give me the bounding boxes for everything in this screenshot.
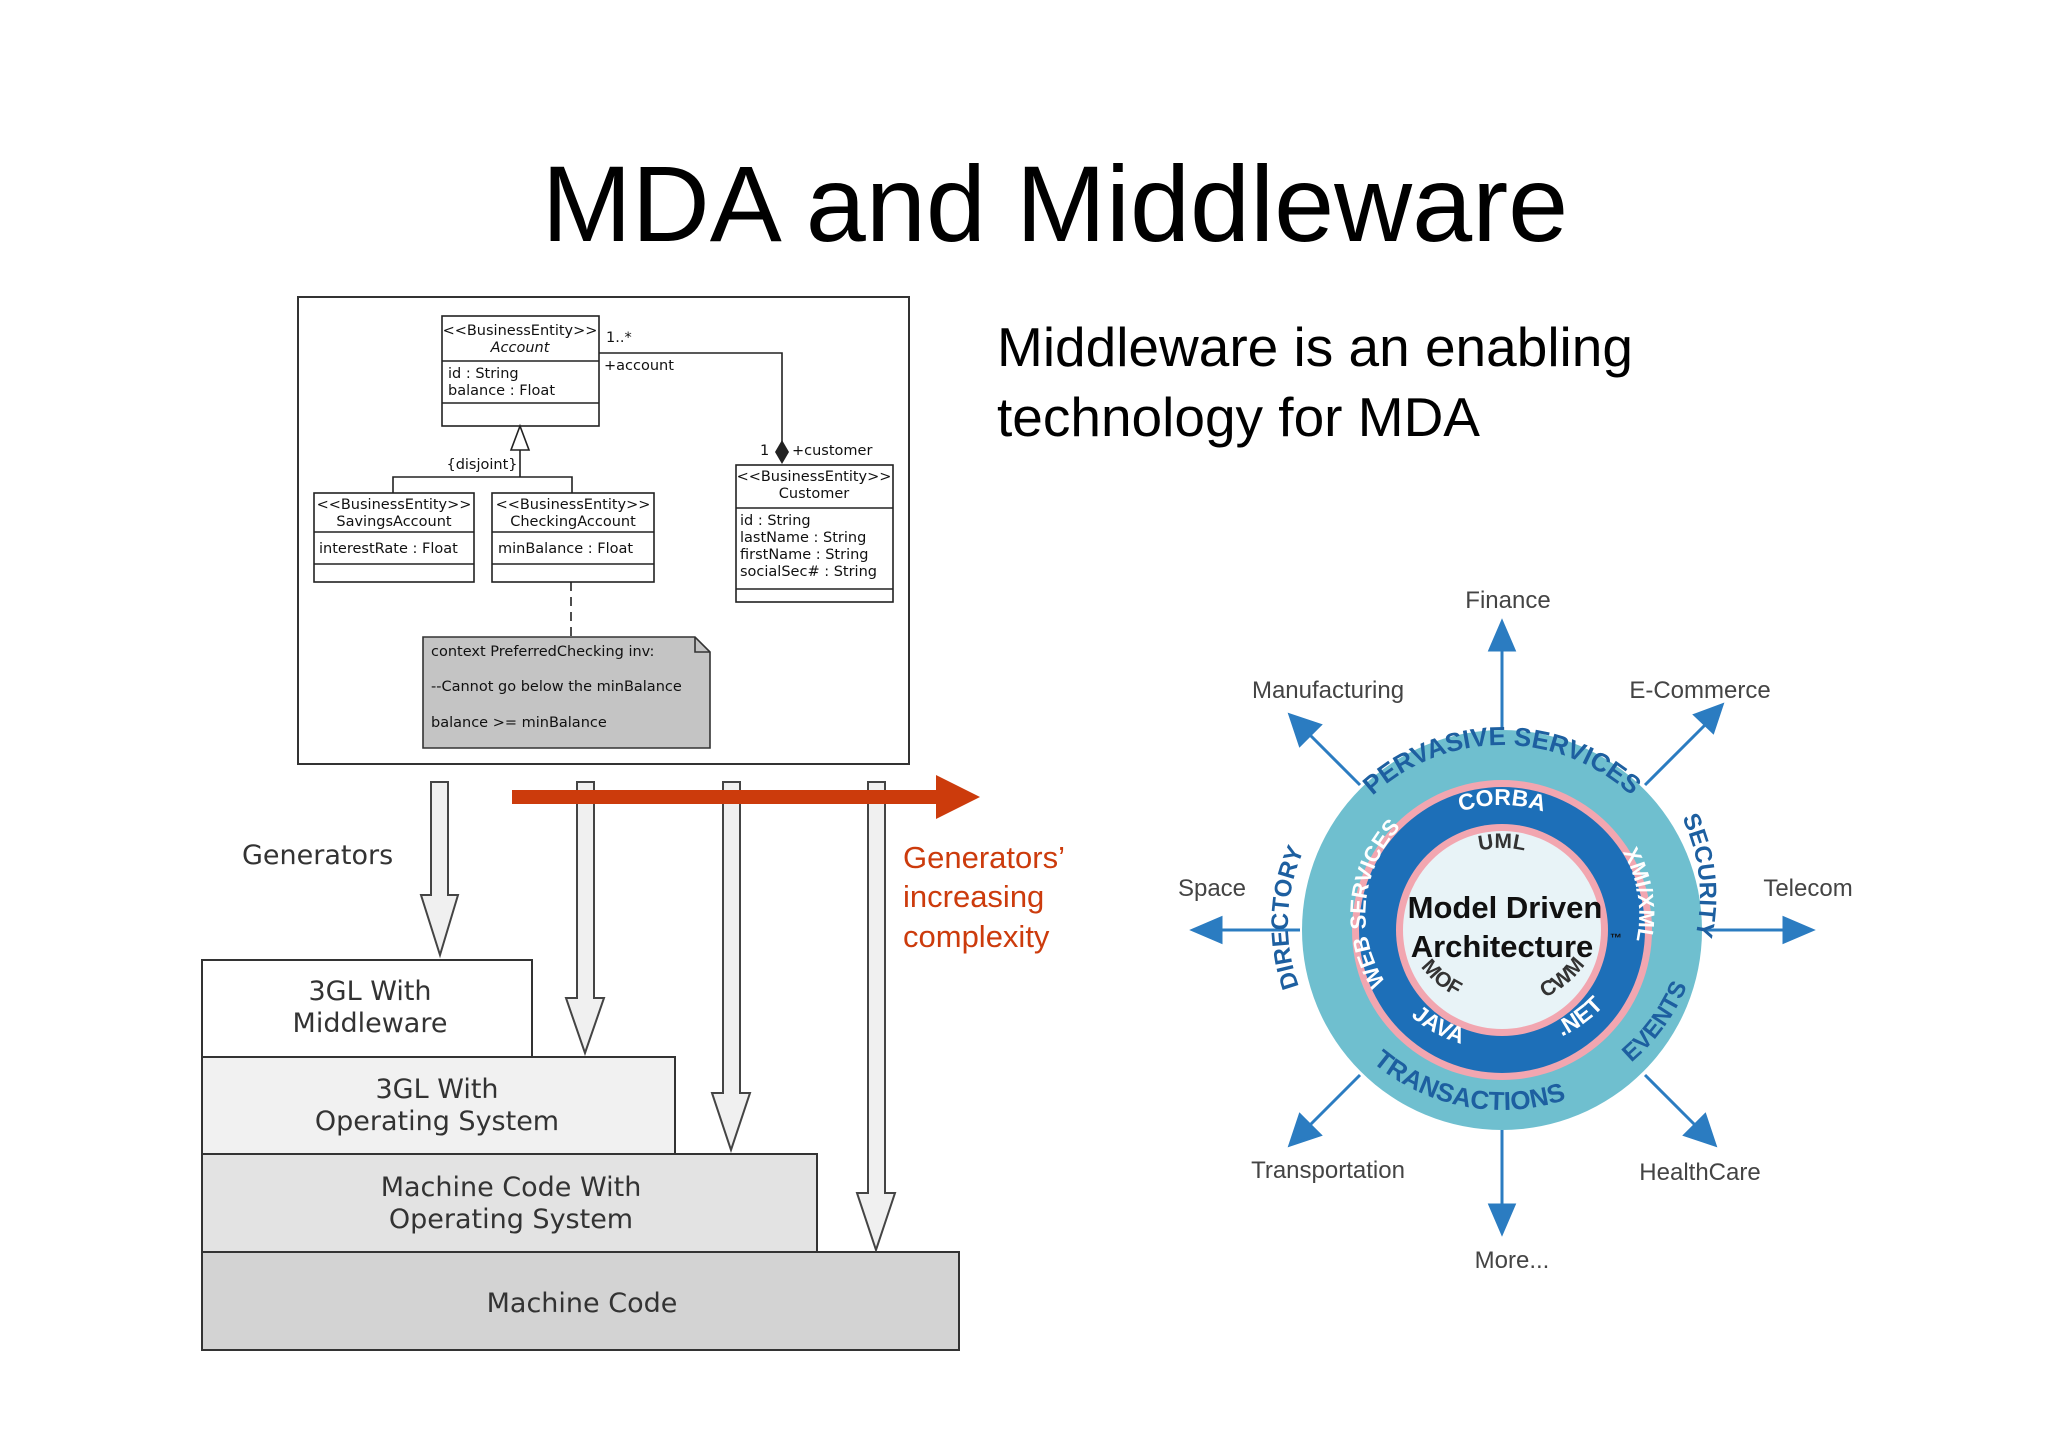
note-line-3: balance >= minBalance xyxy=(431,715,607,731)
uml-class-savings-account: <<BusinessEntity>> SavingsAccount intere… xyxy=(313,492,475,583)
uml-generators-diagram: <<BusinessEntity>> Account id : String b… xyxy=(201,296,1065,1351)
arrow-finance xyxy=(1487,618,1517,740)
layer-2-line-1: 3GL With xyxy=(375,1074,498,1105)
generator-arrow-1 xyxy=(419,781,460,959)
account-attr-1: id : String xyxy=(448,366,519,382)
generator-arrow-4 xyxy=(855,781,897,1254)
customer-attr-3: firstName : String xyxy=(740,547,869,563)
center-disc xyxy=(1403,831,1601,1029)
generator-arrow-3 xyxy=(710,781,752,1154)
customer-stereotype: <<BusinessEntity>> xyxy=(737,469,892,485)
sector-space: Space xyxy=(1178,875,1246,902)
trademark-mark: ™ xyxy=(1610,931,1622,945)
layer-1-line-2: Middleware xyxy=(293,1008,448,1039)
uml-class-checking-account: <<BusinessEntity>> CheckingAccount minBa… xyxy=(491,492,655,583)
sector-more: More... xyxy=(1475,1247,1550,1274)
layer-3gl-middleware: 3GL With Middleware xyxy=(201,959,533,1058)
uml-class-account: <<BusinessEntity>> Account id : String b… xyxy=(441,315,600,427)
multiplicity-one: 1 xyxy=(760,443,769,459)
complexity-arrow xyxy=(512,775,980,819)
center-line-1: Model Driven xyxy=(1408,890,1603,925)
tagline-line-2: technology for MDA xyxy=(997,386,1480,448)
customer-attr-1: id : String xyxy=(740,513,811,529)
association-line xyxy=(599,352,783,446)
multiplicity-many: 1..* xyxy=(606,330,632,346)
mda-wheel-diagram: Finance E-Commerce Telecom HealthCare Mo… xyxy=(1178,587,1853,1274)
sector-transportation: Transportation xyxy=(1251,1157,1405,1184)
role-account: +account xyxy=(604,358,674,374)
layer-2-line-2: Operating System xyxy=(315,1106,559,1137)
layer-3-line-1: Machine Code With xyxy=(381,1172,642,1203)
sector-finance: Finance xyxy=(1465,587,1550,614)
sector-telecom: Telecom xyxy=(1763,875,1852,902)
center-line-2: Architecture xyxy=(1411,929,1594,964)
arrow-transportation xyxy=(1287,1073,1362,1148)
sector-healthcare: HealthCare xyxy=(1639,1159,1760,1186)
constraint-note: context PreferredChecking inv: --Cannot … xyxy=(422,636,711,749)
arrow-space xyxy=(1189,915,1300,945)
account-stereotype: <<BusinessEntity>> xyxy=(443,323,598,339)
customer-attr-2: lastName : String xyxy=(740,530,866,546)
layer-machine-code: Machine Code xyxy=(201,1251,960,1351)
note-line-2: --Cannot go below the minBalance xyxy=(431,679,682,695)
uml-class-customer: <<BusinessEntity>> Customer id : String … xyxy=(735,464,894,603)
arrow-manufacturing xyxy=(1287,712,1362,787)
slide-title: MDA and Middleware xyxy=(541,143,1569,264)
complexity-line-1: Generators’ xyxy=(903,840,1065,875)
arrow-healthcare xyxy=(1643,1073,1718,1148)
tagline-line-1: Middleware is an enabling xyxy=(997,316,1633,378)
layer-4-line-1: Machine Code xyxy=(487,1288,678,1319)
disjoint-label: {disjoint} xyxy=(446,457,517,473)
savings-stereotype: <<BusinessEntity>> xyxy=(317,497,472,513)
slide-tagline: Middleware is an enabling technology for… xyxy=(997,312,1697,452)
checking-name: CheckingAccount xyxy=(510,514,636,530)
checking-attr-1: minBalance : Float xyxy=(498,541,633,557)
arrow-e-commerce xyxy=(1643,702,1725,787)
layer-3gl-operating-system: 3GL With Operating System xyxy=(201,1056,676,1155)
inner-top-label: UML xyxy=(1476,830,1527,856)
arrow-telecom xyxy=(1705,915,1816,945)
complexity-line-2: increasing xyxy=(903,879,1044,914)
savings-name: SavingsAccount xyxy=(336,514,452,530)
customer-name: Customer xyxy=(779,486,849,502)
arrow-more xyxy=(1487,1130,1517,1237)
checking-stereotype: <<BusinessEntity>> xyxy=(496,497,651,513)
account-name: Account xyxy=(490,340,551,356)
layer-1-line-1: 3GL With xyxy=(308,976,431,1007)
generator-arrow-2 xyxy=(564,781,606,1057)
sector-e-commerce: E-Commerce xyxy=(1629,677,1770,704)
layer-3-line-2: Operating System xyxy=(389,1204,633,1235)
note-line-1: context PreferredChecking inv: xyxy=(431,644,654,660)
complexity-line-3: complexity xyxy=(903,919,1050,954)
sector-manufacturing: Manufacturing xyxy=(1252,677,1404,704)
role-customer: +customer xyxy=(792,443,872,459)
layer-machine-code-operating-system: Machine Code With Operating System xyxy=(201,1153,818,1253)
generators-label: Generators xyxy=(242,840,393,871)
account-attr-2: balance : Float xyxy=(448,383,555,399)
composition-diamond xyxy=(775,440,789,464)
customer-attr-4: socialSec# : String xyxy=(740,564,877,580)
savings-attr-1: interestRate : Float xyxy=(319,541,458,557)
